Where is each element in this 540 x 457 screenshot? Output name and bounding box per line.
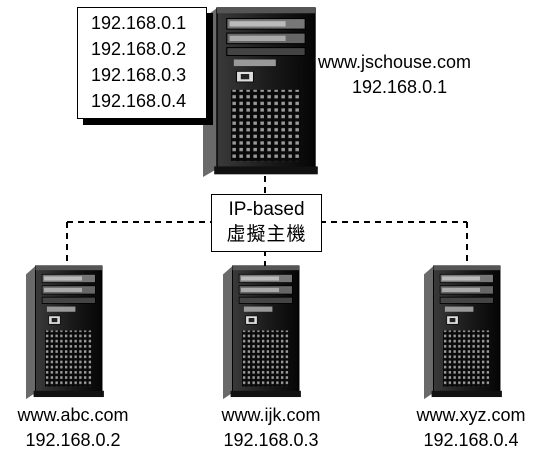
virtual-host-label-line1: IP-based bbox=[228, 199, 305, 220]
server-xyz-icon bbox=[423, 265, 503, 400]
hosted-ip: 192.168.0.4 bbox=[91, 91, 187, 111]
network-connectors bbox=[66, 176, 468, 268]
server-abc-icon bbox=[25, 265, 105, 400]
site-hostname: www.abc.com bbox=[17, 405, 129, 425]
hosted-ip: 192.168.0.1 bbox=[91, 13, 187, 33]
site-ip: 192.168.0.3 bbox=[223, 430, 319, 450]
main-server-icon bbox=[202, 7, 319, 178]
server-ijk-icon bbox=[222, 265, 302, 400]
hosted-ip: 192.168.0.3 bbox=[91, 65, 187, 85]
virtual-host-label: IP-based 虛擬主機 bbox=[211, 194, 322, 252]
site-ip: 192.168.0.4 bbox=[423, 430, 519, 450]
site-hostname: www.xyz.com bbox=[416, 405, 526, 425]
virtual-host-label-line2: 虛擬主機 bbox=[226, 224, 307, 245]
hosted-ip-list: 192.168.0.1 192.168.0.2 192.168.0.3 192.… bbox=[77, 7, 207, 119]
main-server-hostname: www.jschouse.com bbox=[318, 52, 472, 72]
hosted-ip: 192.168.0.2 bbox=[91, 39, 187, 59]
main-server-ip: 192.168.0.1 bbox=[352, 77, 448, 97]
site-hostname: www.ijk.com bbox=[221, 405, 321, 425]
site-ip: 192.168.0.2 bbox=[25, 430, 121, 450]
